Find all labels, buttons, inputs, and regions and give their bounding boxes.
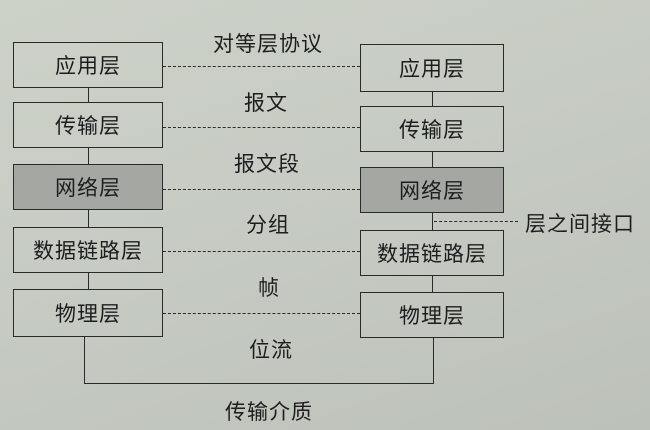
right-datalink-layer: 数据链路层 <box>360 230 504 276</box>
left-transport-layer: 传输层 <box>13 102 163 148</box>
medium-bottom-line <box>84 383 434 384</box>
peer-dash-application <box>163 66 360 67</box>
right-network-layer: 网络层 <box>360 167 504 213</box>
peer-dash-network <box>163 189 360 190</box>
right-transport-layer: 传输层 <box>360 106 504 152</box>
label-message: 报文 <box>244 91 288 115</box>
peer-dash-physical <box>163 313 360 314</box>
medium-left-drop <box>84 337 85 383</box>
left-connector-4 <box>88 273 89 289</box>
left-datalink-layer: 数据链路层 <box>13 227 163 273</box>
label-segment: 报文段 <box>234 152 300 176</box>
left-physical-layer: 物理层 <box>13 289 163 337</box>
left-connector-3 <box>88 210 89 227</box>
peer-dash-transport <box>163 127 360 128</box>
label-frame: 帧 <box>258 276 280 300</box>
label-peer-protocol: 对等层协议 <box>213 32 323 56</box>
label-transmission-medium: 传输介质 <box>225 400 313 424</box>
right-connector-3 <box>432 213 433 230</box>
right-physical-layer: 物理层 <box>360 292 504 338</box>
interface-dash <box>434 221 518 222</box>
label-packet: 分组 <box>246 213 290 237</box>
right-connector-2 <box>432 152 433 167</box>
peer-dash-datalink <box>163 251 360 252</box>
left-application-layer: 应用层 <box>13 42 163 88</box>
left-connector-1 <box>88 88 89 102</box>
right-connector-1 <box>432 92 433 106</box>
left-connector-2 <box>88 148 89 164</box>
right-application-layer: 应用层 <box>360 44 504 92</box>
right-connector-4 <box>432 276 433 292</box>
label-bitstream: 位流 <box>249 338 293 362</box>
medium-right-drop <box>433 338 434 384</box>
label-layer-interface: 层之间接口 <box>525 212 635 236</box>
left-network-layer: 网络层 <box>13 164 163 210</box>
